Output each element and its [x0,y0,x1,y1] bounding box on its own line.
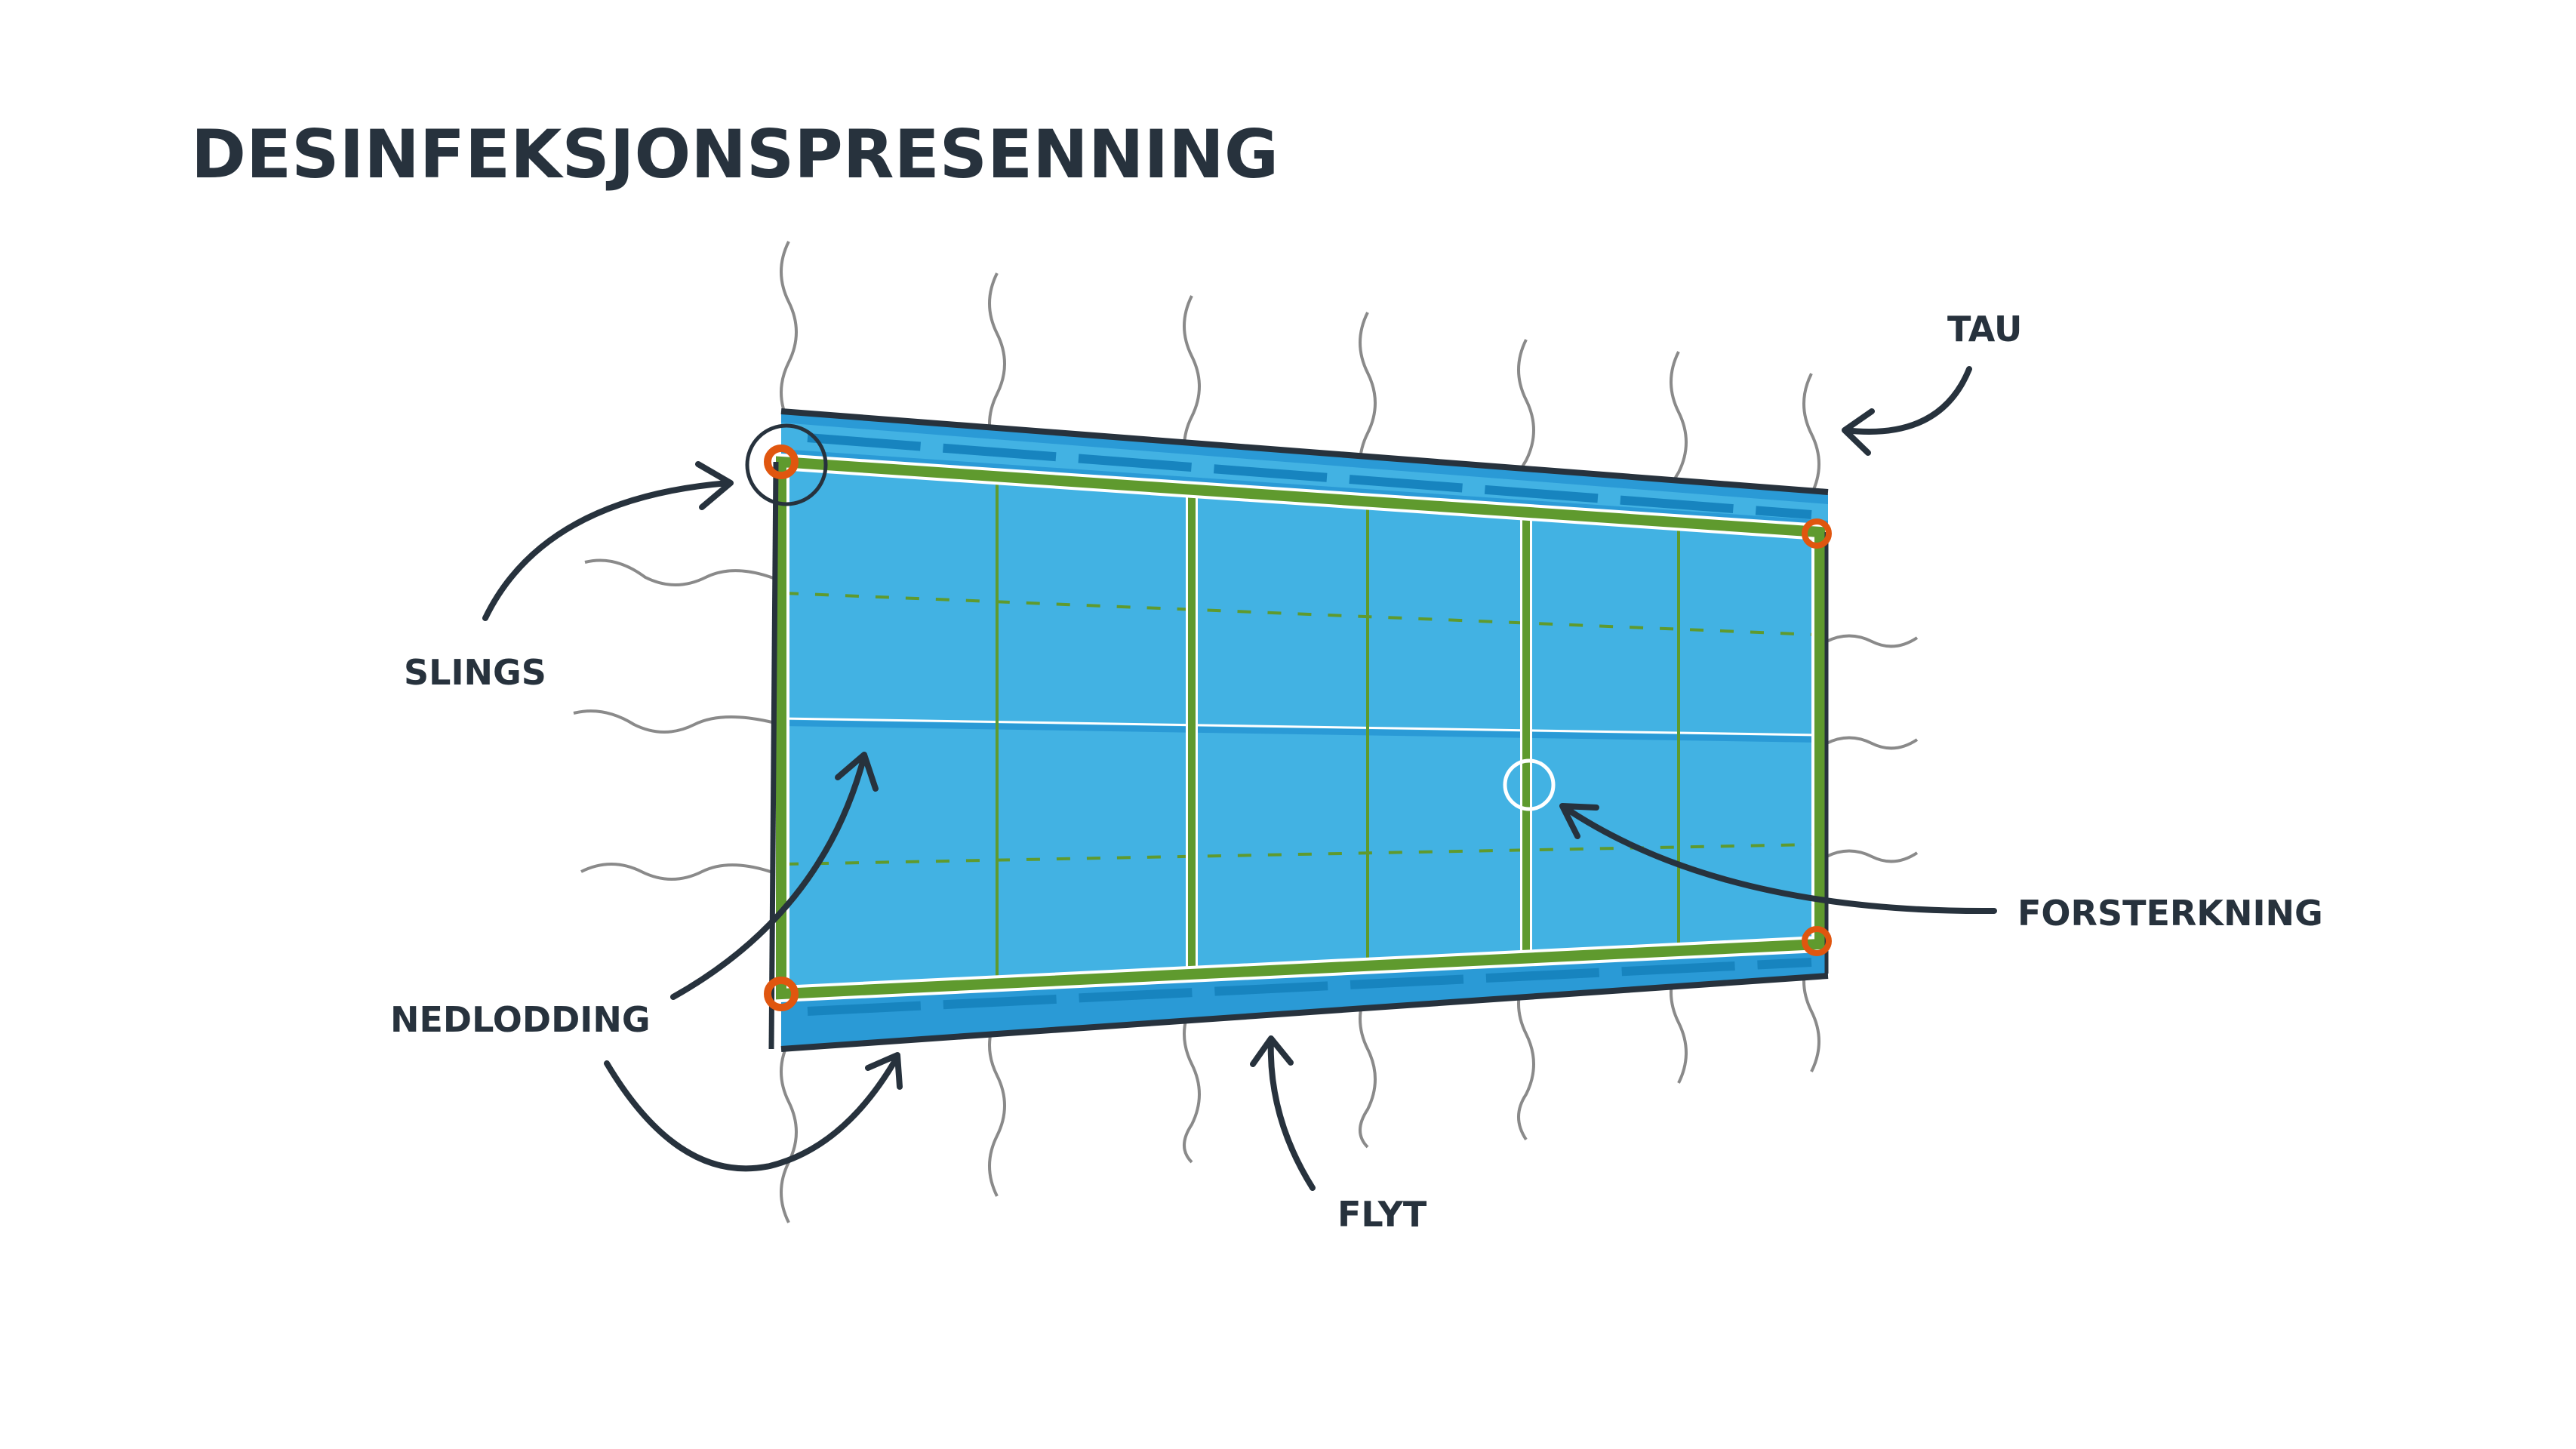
grommet-icon [1802,518,1832,549]
arrow-icon [1842,366,1972,456]
label-nedlodding: NEDLODDING [390,999,651,1040]
arrow-icon [482,461,734,621]
label-flyt: FLYT [1337,1194,1427,1235]
label-forsterkning: FORSTERKNING [2017,893,2323,934]
label-slings: SLINGS [404,652,546,693]
side-ropes [573,558,1919,881]
annotation-arrows [482,366,1997,1191]
slings-highlight-circle [745,423,828,506]
arrow-icon [1250,1035,1316,1191]
diagram-title: DESINFEKSJONSPRESENNING [191,115,1279,193]
grommet-icon [764,445,799,479]
label-tau: TAU [1947,309,2022,349]
grommet-icon [1802,926,1832,956]
grommets [764,445,1832,1011]
arrow-icon [670,752,879,1000]
grommet-icon [764,977,799,1011]
arrow-icon [604,1052,903,1172]
arrow-icon [1559,803,1997,915]
bottom-float [780,943,1829,1052]
top-float [780,408,1829,528]
tarp [768,453,1829,1050]
reinforcement-highlight-circle [1503,758,1556,811]
